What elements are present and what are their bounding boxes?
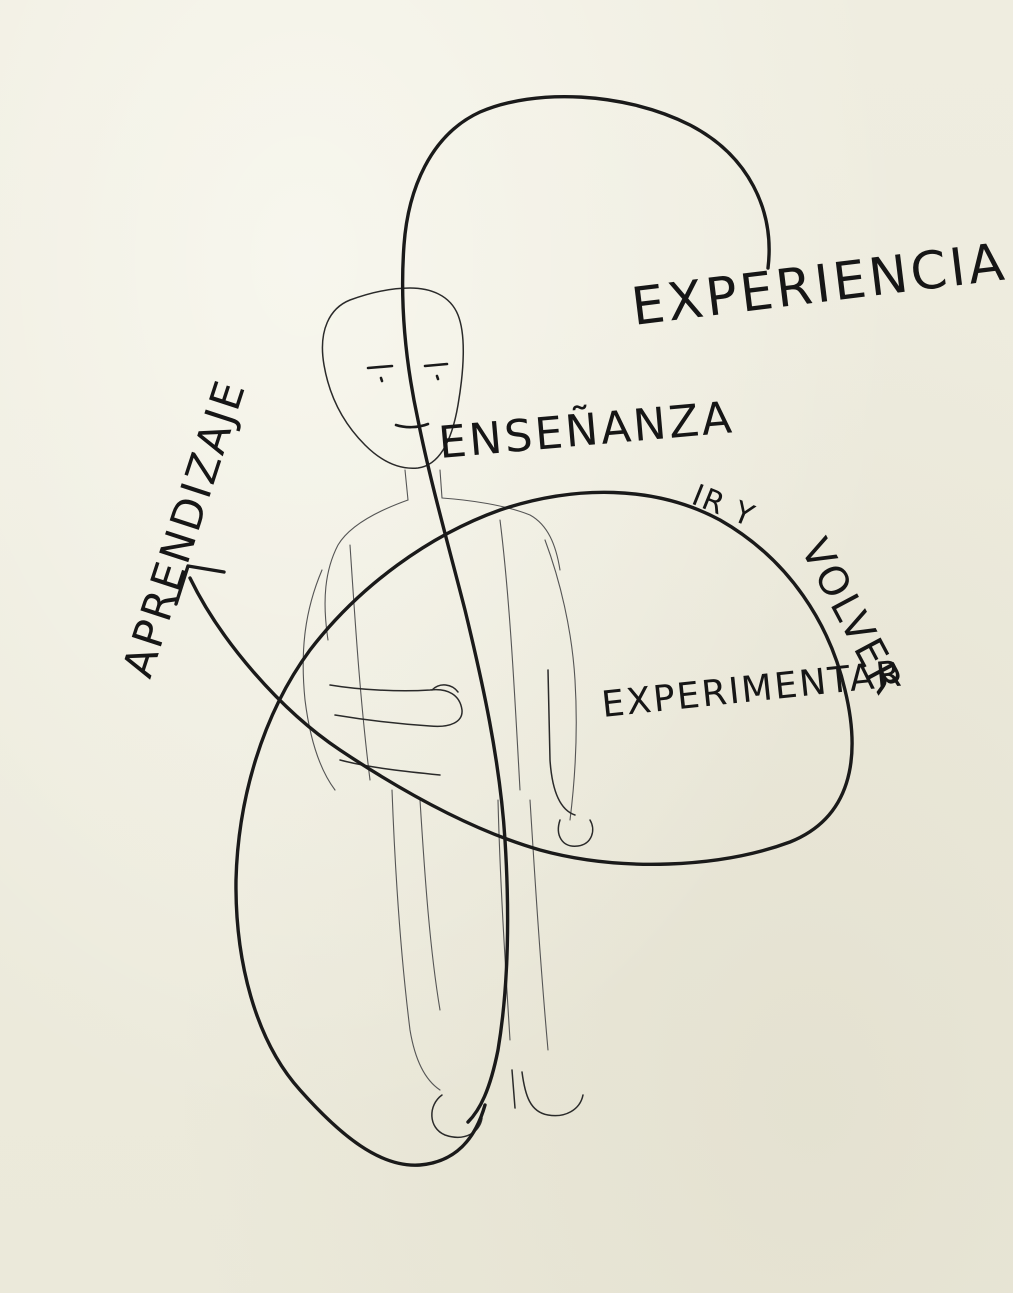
person-arm-right bbox=[545, 540, 576, 820]
label-experimentar: EXPERIMENTAR bbox=[600, 654, 906, 726]
experiencia-path-stroke bbox=[403, 97, 769, 1122]
person-arm-left bbox=[303, 570, 335, 790]
person-leg-left bbox=[392, 790, 440, 1090]
label-aprendizaje: APRENDIZAJE bbox=[113, 373, 255, 683]
ir-y-volver-loop bbox=[190, 492, 852, 1165]
person-mouth bbox=[396, 424, 428, 427]
label-ensenanza: ENSEÑANZA bbox=[436, 391, 736, 469]
person-foot-right bbox=[522, 1072, 583, 1116]
person-eye-right bbox=[425, 364, 447, 366]
person-eye-left bbox=[368, 366, 392, 368]
label-experiencia: EXPERIENCIA bbox=[628, 232, 1010, 338]
label-ir-y: IR Y bbox=[687, 478, 760, 535]
person-leg-right bbox=[530, 800, 548, 1050]
